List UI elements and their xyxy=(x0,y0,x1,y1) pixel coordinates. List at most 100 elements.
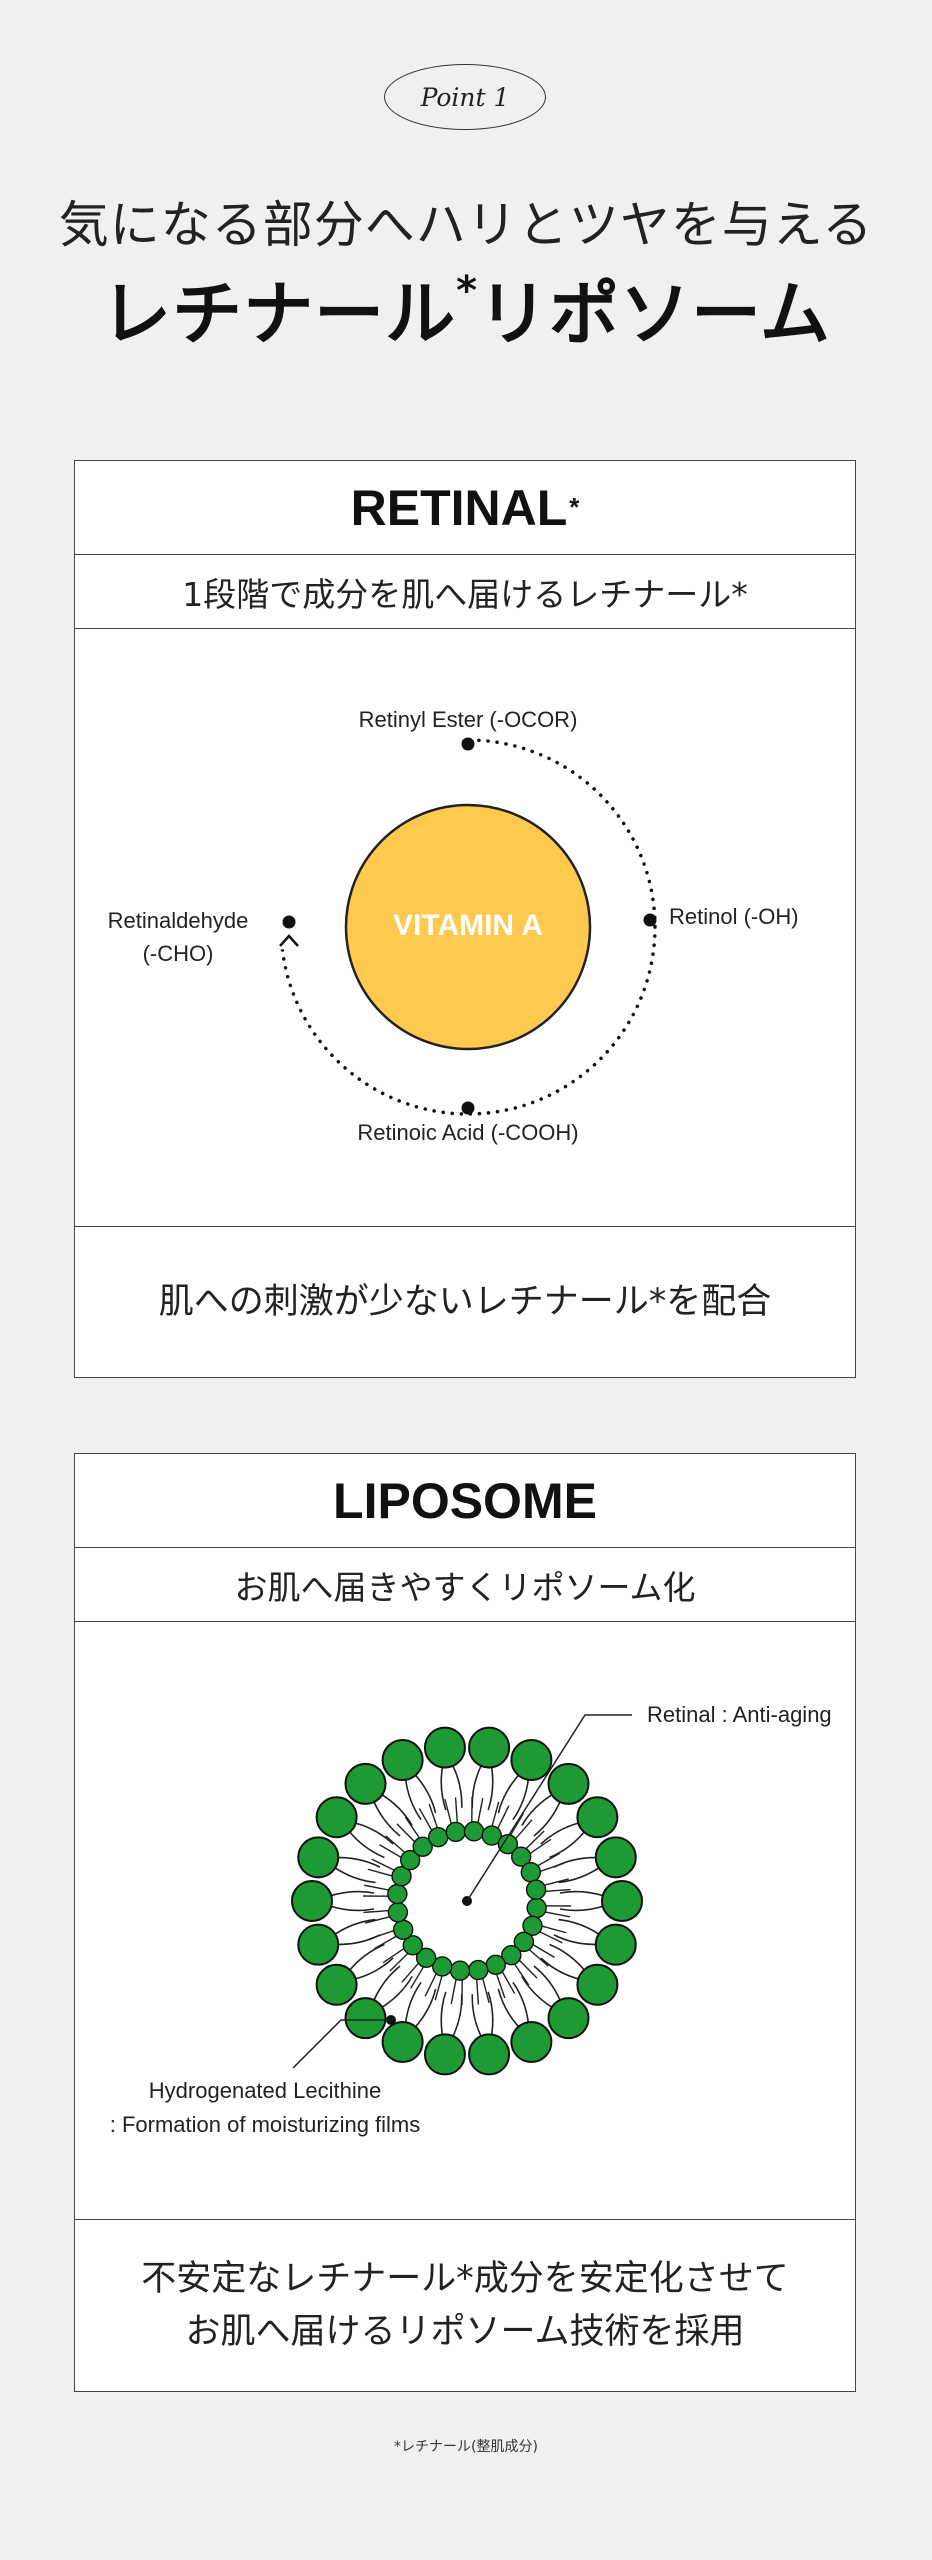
lipid-head-inner xyxy=(468,1959,489,1981)
lipid-tail-inner xyxy=(543,1878,569,1887)
vitamin-a-label: VITAMIN A xyxy=(393,909,543,942)
cycle-dotted-arc-right xyxy=(279,738,657,1116)
label-retinaldehyde: Retinaldehyde(-CHO) xyxy=(93,904,263,970)
lipid-tail-inner xyxy=(379,1844,403,1859)
lipid-head-outer xyxy=(547,1762,590,1805)
lipid-tail-inner xyxy=(365,1915,391,1924)
lipid-head-inner xyxy=(428,1826,449,1848)
lipid-tail-inner xyxy=(544,1888,571,1893)
lipid-tail-inner xyxy=(539,1862,565,1873)
cycle-arrow-head xyxy=(279,934,299,947)
lipid-tail-outer xyxy=(512,1981,530,2024)
lipid-tail-outer xyxy=(451,1764,463,1808)
lipid-tail-inner xyxy=(382,1947,406,1964)
lipid-tail-inner xyxy=(369,1929,395,1940)
lipid-tail-outer xyxy=(521,1793,554,1826)
lipid-tail-outer xyxy=(521,1976,554,2009)
lipid-tail-inner xyxy=(363,1909,390,1914)
lipid-head-outer xyxy=(381,2020,424,2063)
liposome-footer-line2: お肌へ届けるリポソーム技術を採用 xyxy=(185,2311,745,2352)
lipid-head-outer xyxy=(468,1726,511,1769)
lipid-tail-inner xyxy=(495,1973,506,1999)
lipid-tail-outer xyxy=(440,1991,447,2037)
retinal-card-footer: 肌への刺激が少ないレチナール*を配合 xyxy=(158,1281,772,1322)
lipid-tail-outer xyxy=(549,1943,586,1972)
lipid-tail-outer xyxy=(533,1965,562,2002)
lipid-tail-outer xyxy=(471,1764,483,1808)
lipid-head-inner xyxy=(387,1883,408,1905)
liposome-card: LIPOSOME お肌へ届きやすくリポソーム化 Retinal : Anti-a… xyxy=(74,1453,856,2392)
label-retinol: Retinol (-OH) xyxy=(669,904,799,929)
lipid-head-inner xyxy=(513,1931,535,1953)
lipid-head-outer xyxy=(344,1997,387,2040)
liposome-card-footer: 不安定なレチナール*成分を安定化させてお肌へ届けるリポソーム技術を採用 xyxy=(75,2220,855,2391)
lipid-tail-outer xyxy=(404,1981,422,2024)
cycle-node-top xyxy=(461,737,475,751)
lipid-tail-outer xyxy=(372,1800,401,1837)
lipid-tail-inner xyxy=(367,1868,394,1877)
vitamin-a-circle xyxy=(344,803,592,1051)
lipid-head-outer xyxy=(297,1923,340,1966)
lipid-tail-inner xyxy=(536,1852,560,1867)
headline-asterisk: * xyxy=(456,268,478,314)
label-retinaldehyde-line2: (-CHO) xyxy=(142,941,214,966)
lipid-tail-inner xyxy=(401,1962,420,1983)
lipid-tail-outer xyxy=(354,1957,394,1981)
label-lecithine-line2: : Formation of moisturizing films xyxy=(109,2112,421,2137)
lipid-head-inner xyxy=(520,1862,542,1883)
lipid-head-inner xyxy=(497,1833,519,1855)
lipid-tail-inner xyxy=(410,1965,425,1989)
lipid-head-outer xyxy=(594,1923,637,1966)
lipid-tail-outer xyxy=(333,1866,376,1884)
lipid-head-inner xyxy=(522,1915,543,1936)
lipid-head-outer xyxy=(510,2020,553,2063)
lipid-tail-inner xyxy=(538,1930,563,1944)
lipid-tail-outer xyxy=(559,1890,605,1897)
lipid-tail-outer xyxy=(540,1821,580,1845)
cycle-node-bottom xyxy=(461,1101,475,1115)
lipid-head-inner xyxy=(432,1956,453,1977)
label-retinyl-ester: Retinyl Ester (-OCOR) xyxy=(358,707,578,732)
lipid-head-inner xyxy=(402,1935,424,1956)
liposome-card-title: LIPOSOME xyxy=(75,1454,855,1548)
lipid-head-outer xyxy=(594,1836,637,1879)
lipid-tail-outer xyxy=(440,1765,447,1811)
lipid-tail-inner xyxy=(513,1962,530,1986)
lipid-tail-inner xyxy=(454,1797,459,1824)
lipid-tail-inner xyxy=(491,1801,500,1828)
lipid-tail-outer xyxy=(533,1800,562,1837)
lipid-tail-inner xyxy=(404,1816,421,1840)
lipid-tail-inner xyxy=(477,1797,484,1824)
label-retinal-anti-aging: Retinal : Anti-aging xyxy=(647,1702,832,1727)
lipid-head-inner xyxy=(501,1944,522,1966)
lipid-tail-outer xyxy=(497,1773,520,1814)
lipid-head-outer xyxy=(381,1739,424,1782)
retinal-card: RETINAL* 1段階で成分を肌へ届けるレチナール* Retinyl Este… xyxy=(74,460,856,1378)
lipid-tail-outer xyxy=(329,1890,375,1897)
lipid-head-outer xyxy=(315,1796,358,1839)
lipid-head-inner xyxy=(449,1960,471,1981)
lipid-tail-inner xyxy=(496,1805,510,1830)
lipid-tail-outer xyxy=(380,1793,413,1826)
lipid-tail-outer xyxy=(512,1778,530,1821)
lipid-head-outer xyxy=(291,1880,333,1922)
lipid-tail-outer xyxy=(487,1991,494,2037)
cycle-node-left xyxy=(282,915,296,929)
lipid-tail-outer xyxy=(497,1988,520,2029)
lipid-head-inner xyxy=(485,1954,506,1976)
lipid-head-inner xyxy=(510,1846,532,1867)
lipid-tail-inner xyxy=(396,1823,416,1844)
lipid-head-inner xyxy=(463,1821,485,1842)
lipid-tail-inner xyxy=(528,1838,552,1855)
lipid-tail-inner xyxy=(509,1813,524,1837)
lipid-tail-inner xyxy=(374,1935,398,1950)
lipid-tail-inner xyxy=(475,1978,480,2005)
lipid-head-outer xyxy=(423,1726,466,1769)
lipid-head-inner xyxy=(525,1879,547,1900)
liposome-footer-line1: 不安定なレチナール*成分を安定化させて xyxy=(141,2259,789,2299)
lipid-tail-inner xyxy=(434,1974,443,2001)
lipid-head-inner xyxy=(415,1947,437,1969)
lipid-tail-outer xyxy=(348,1830,385,1859)
lipid-tail-inner xyxy=(518,1958,538,1979)
lipid-tail-outer xyxy=(414,1773,437,1814)
